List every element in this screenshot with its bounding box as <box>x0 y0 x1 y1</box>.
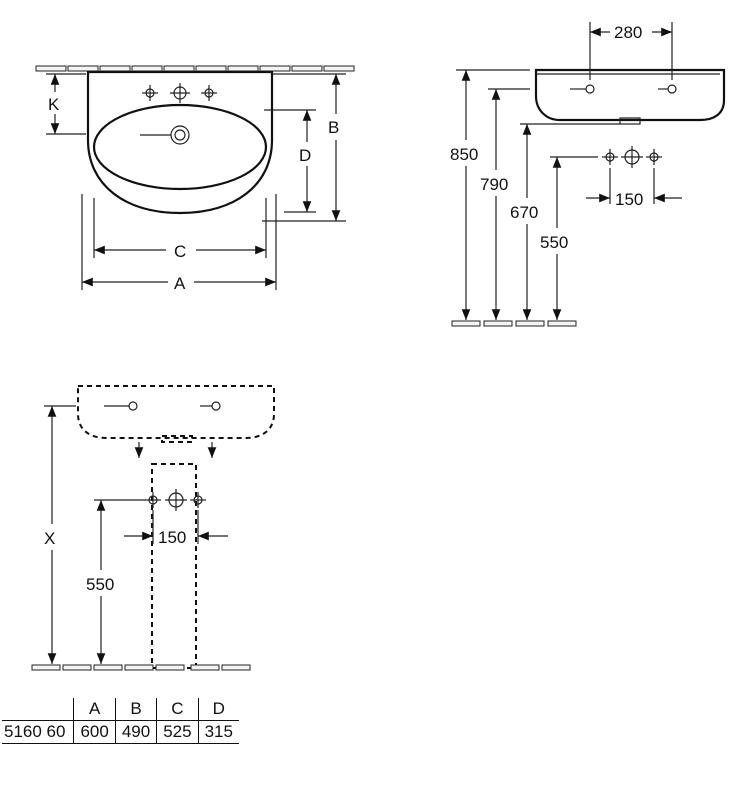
table-header: D <box>197 698 239 721</box>
dim-670: 670 <box>510 203 538 222</box>
dim-850: 850 <box>450 145 478 164</box>
table-header: A <box>73 698 116 721</box>
dim-550-side: 550 <box>540 233 568 252</box>
basin-side-profile <box>534 68 726 122</box>
basin-bowl <box>92 103 268 191</box>
label-k: K <box>48 95 60 114</box>
table-cell-model: 5160 60 <box>2 720 74 744</box>
table-row: 5160 60 600 490 525 315 <box>2 720 239 744</box>
basin-dashed-outline <box>77 385 275 439</box>
dimension-table: A B C D 5160 60 600 490 525 315 <box>2 698 239 744</box>
label-b: B <box>328 118 339 137</box>
dim-550-pedestal: 550 <box>86 575 114 594</box>
table-header <box>2 698 74 721</box>
wall-strip <box>35 65 355 72</box>
drain-icon <box>170 125 190 145</box>
pedestal-dashed <box>151 463 197 669</box>
supply-hole-icons <box>602 146 662 168</box>
dim-150-side: 150 <box>615 190 643 209</box>
table-cell: 600 <box>73 720 116 744</box>
label-x: X <box>44 529 55 548</box>
table-header: B <box>114 698 157 721</box>
table-header-row: A B C D <box>2 698 239 721</box>
table-cell: 315 <box>197 720 239 744</box>
tap-hole-icons <box>142 83 217 103</box>
table-cell: 525 <box>156 720 199 744</box>
pedestal-view: X 550 150 <box>31 385 275 671</box>
floor-strip-side <box>451 320 577 327</box>
dim-790: 790 <box>480 175 508 194</box>
basin-outline <box>86 70 274 215</box>
label-a: A <box>174 274 186 293</box>
side-view: 280 850 790 670 550 <box>450 22 726 327</box>
top-view: K B D C A <box>35 65 355 293</box>
table-header: C <box>156 698 199 721</box>
table-cell: 490 <box>114 720 157 744</box>
pedestal-supply-icons <box>145 489 206 511</box>
floor-strip-pedestal <box>31 664 251 671</box>
dim-150-pedestal: 150 <box>158 528 186 547</box>
label-c: C <box>174 242 186 261</box>
label-d: D <box>299 146 311 165</box>
dim-280: 280 <box>614 23 642 42</box>
